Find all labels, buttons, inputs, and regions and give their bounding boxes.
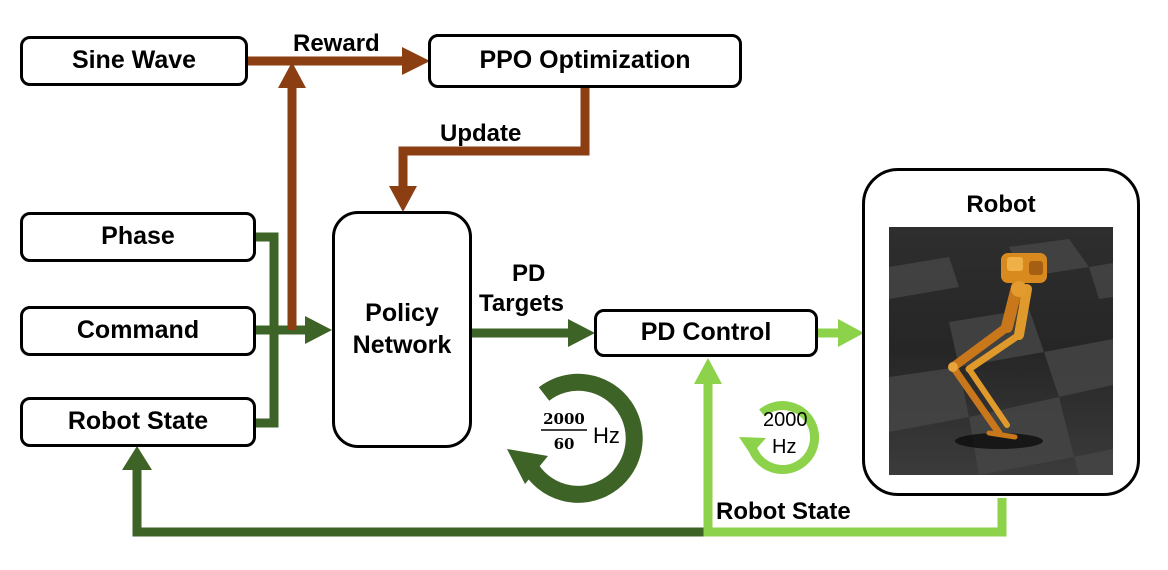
pd-to-robot-arrowhead xyxy=(838,319,864,347)
robot-box: Robot xyxy=(862,168,1140,496)
pd-rate-value: 2000 xyxy=(763,409,808,431)
reward-label: Reward xyxy=(293,30,380,57)
robot-state-box: Robot State xyxy=(20,397,256,447)
robot-simulation-image xyxy=(889,227,1113,475)
pd-targets-arrowhead xyxy=(568,319,595,347)
pd-loop-rate-icon xyxy=(739,401,819,474)
policy-input-arrowhead xyxy=(305,316,332,344)
ppo-optimization-box: PPO Optimization xyxy=(428,34,742,88)
pd-control-box: PD Control xyxy=(594,309,818,357)
pd-feedback-arrowhead xyxy=(694,358,722,384)
policy-rate-numerator: 2000 xyxy=(543,410,585,428)
robot-shadow xyxy=(955,433,1043,449)
policy-network-label-line2: Network xyxy=(352,330,452,359)
reward-arrowhead xyxy=(402,47,430,75)
policy-rate-denominator: 60 xyxy=(553,435,575,453)
robot-state-feedback-label: Robot State xyxy=(716,498,851,525)
update-label: Update xyxy=(440,120,522,147)
robot-torso xyxy=(948,253,1047,372)
update-arrowhead xyxy=(389,186,417,212)
state-to-reward-arrowhead xyxy=(278,62,306,88)
policy-network-box: Policy Network xyxy=(332,211,472,448)
policy-input-lines xyxy=(255,232,310,428)
policy-rate-unit: Hz xyxy=(593,423,620,448)
policy-network-label-line1: Policy xyxy=(365,299,439,328)
policy-loop-rate-icon xyxy=(507,373,643,503)
robot-state-feedback-line xyxy=(132,466,704,537)
robot-state-feedback-arrowhead xyxy=(122,446,152,470)
phase-box: Phase xyxy=(20,212,256,262)
command-box: Command xyxy=(20,306,256,356)
reward-path xyxy=(248,56,590,330)
pd-rate-unit: Hz xyxy=(772,436,797,458)
pd-targets-label-line1: PD xyxy=(512,260,546,287)
robot-title: Robot xyxy=(966,191,1036,218)
pd-targets-label-line2: Targets xyxy=(479,290,564,317)
sine-wave-box: Sine Wave xyxy=(20,36,248,86)
